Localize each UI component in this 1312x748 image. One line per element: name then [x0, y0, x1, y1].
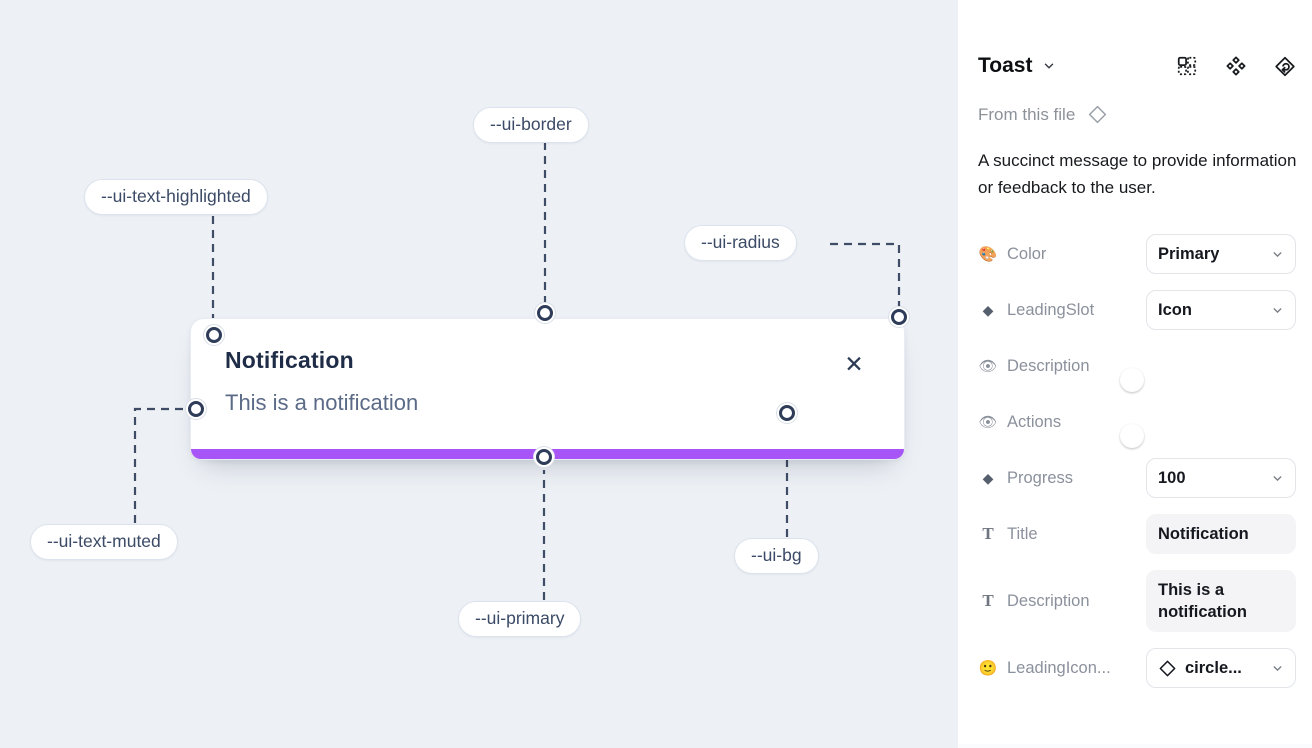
prop-row-description-toggle: 👁 Description	[978, 346, 1296, 392]
diamond-outline-icon	[1158, 659, 1177, 678]
prop-label-title: Title	[1007, 524, 1038, 543]
diamond-outline-icon	[1087, 104, 1108, 125]
chevron-down-icon[interactable]	[1042, 59, 1056, 73]
panel-toolbar	[1176, 55, 1296, 77]
eye-emoji: 👁	[978, 358, 998, 375]
toast-title: Notification	[225, 347, 354, 373]
prop-label-progress: Progress	[1007, 468, 1074, 487]
prop-row-description-field: T Description This is a notification	[978, 570, 1296, 632]
prop-row-leadingslot: ◆ LeadingSlot Icon	[978, 290, 1296, 330]
text-icon: T	[982, 524, 994, 543]
swap-instance-icon[interactable]	[1176, 55, 1198, 77]
prop-row-actions-toggle: 👁 Actions	[978, 402, 1296, 448]
properties-list: 🎨 Color Primary ◆ LeadingSlot Icon	[978, 234, 1296, 688]
prop-row-leadingicon: 🙂 LeadingIcon... circle...	[978, 648, 1296, 688]
var-label-ui-text-highlighted: --ui-text-highlighted	[84, 179, 268, 215]
storybook-icon[interactable]	[1274, 55, 1296, 77]
title-field[interactable]: Notification	[1146, 514, 1296, 554]
progress-select[interactable]: 100	[1146, 458, 1296, 498]
var-label-ui-text-muted: --ui-text-muted	[30, 524, 178, 560]
diamond-icon: ◆	[982, 301, 994, 318]
panel-header: Toast	[978, 54, 1296, 78]
prop-row-color: 🎨 Color Primary	[978, 234, 1296, 274]
prop-label-description: Description	[1007, 356, 1090, 375]
prop-label-leadingicon: LeadingIcon...	[1007, 658, 1111, 677]
chevron-down-icon	[1271, 662, 1284, 675]
annotation-connectors	[133, 142, 901, 600]
prop-row-progress: ◆ Progress 100	[978, 458, 1296, 498]
toast-component: Notification This is a notification ✕	[190, 318, 905, 460]
toast-description: This is a notification	[225, 390, 419, 415]
toast-close-button[interactable]: ✕	[840, 351, 868, 379]
toast-progress-bar	[191, 449, 904, 459]
text-icon: T	[982, 591, 994, 610]
leadingslot-select[interactable]: Icon	[1146, 290, 1296, 330]
diamond-icon: ◆	[982, 469, 994, 486]
smiley-emoji: 🙂	[978, 660, 998, 677]
palette-emoji: 🎨	[978, 246, 998, 263]
properties-panel: Toast	[958, 0, 1312, 748]
component-title: Toast	[978, 54, 1033, 77]
components-icon[interactable]	[1225, 55, 1247, 77]
var-label-ui-border: --ui-border	[473, 107, 589, 143]
chevron-down-icon	[1271, 472, 1284, 485]
var-label-ui-bg: --ui-bg	[734, 538, 819, 574]
prop-row-title: T Title Notification	[978, 514, 1296, 554]
prop-label-description-field: Description	[1007, 591, 1090, 610]
prop-label-actions: Actions	[1007, 412, 1062, 431]
var-label-ui-primary: --ui-primary	[458, 601, 582, 637]
design-canvas: Notification This is a notification ✕ --…	[0, 0, 958, 748]
prop-label-leadingslot: LeadingSlot	[1007, 300, 1095, 319]
var-label-ui-radius: --ui-radius	[684, 225, 797, 261]
color-select[interactable]: Primary	[1146, 234, 1296, 274]
prop-label-color: Color	[1007, 244, 1047, 263]
eye-emoji: 👁	[978, 414, 998, 431]
description-field[interactable]: This is a notification	[1146, 570, 1296, 632]
component-description: A succinct message to provide informatio…	[978, 151, 1297, 197]
source-label: From this file	[978, 104, 1076, 124]
leadingicon-select[interactable]: circle...	[1146, 648, 1296, 688]
chevron-down-icon	[1271, 248, 1284, 261]
chevron-down-icon	[1271, 304, 1284, 317]
source-row: From this file	[978, 104, 1296, 125]
